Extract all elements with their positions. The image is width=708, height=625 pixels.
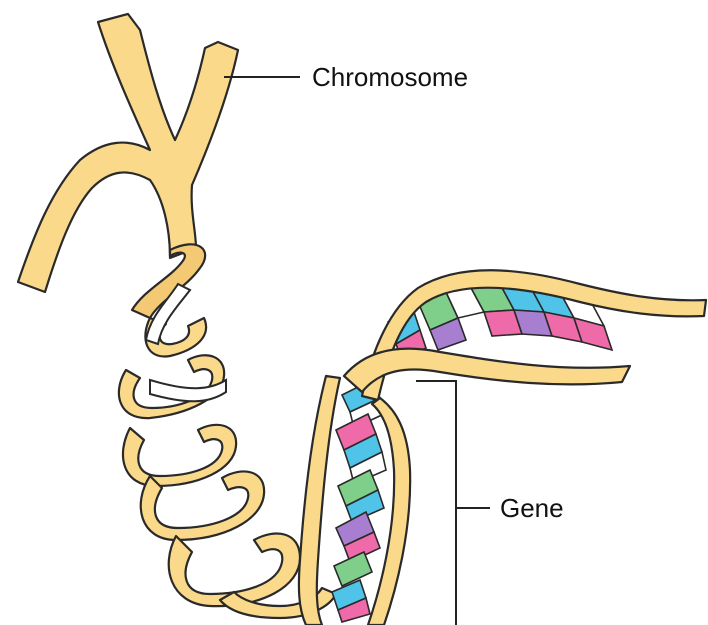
gene-bracket: [416, 381, 456, 625]
vertical-base-pairs: [332, 380, 386, 622]
chromosome-label-group: Chromosome: [224, 62, 468, 92]
chromosome-label: Chromosome: [312, 62, 468, 92]
dna-double-helix: [299, 270, 706, 625]
gene-label-group: Gene: [416, 381, 564, 625]
gene-label: Gene: [500, 493, 564, 523]
